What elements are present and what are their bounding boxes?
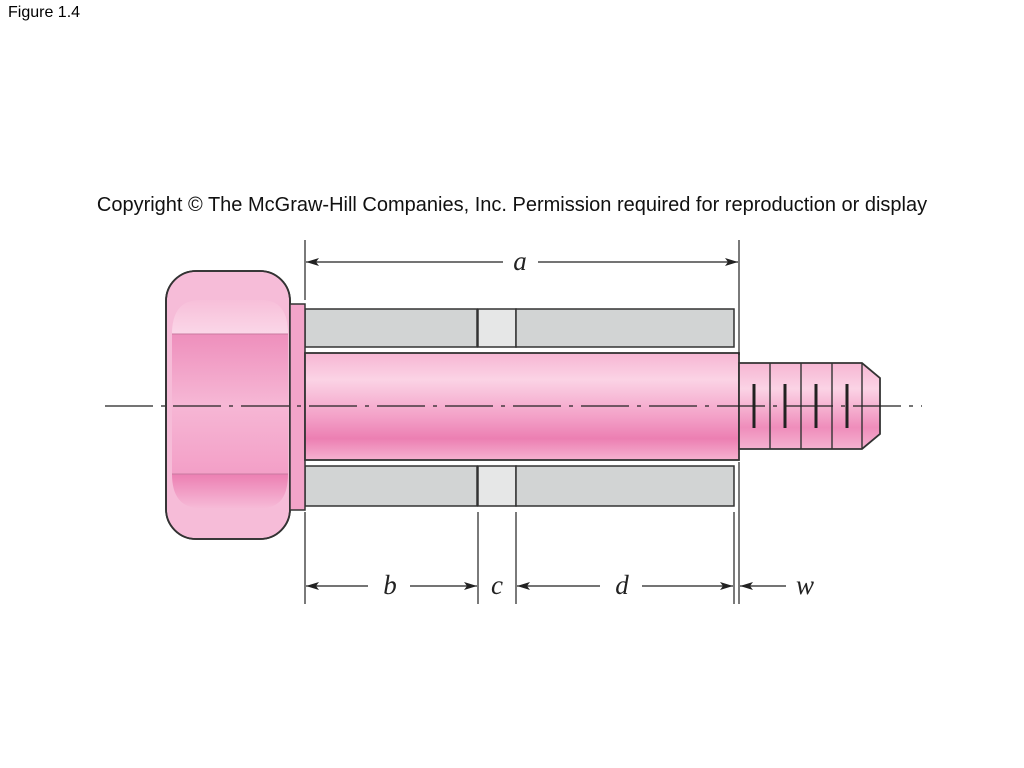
bolt-head <box>165 270 291 540</box>
dimension-c: c <box>491 570 503 600</box>
head-washer <box>289 303 306 511</box>
lower-washer-gap <box>477 465 517 507</box>
upper-washer-gap <box>477 308 517 348</box>
lower-plate <box>304 465 735 507</box>
dimension-a: a <box>306 246 738 276</box>
upper-plate <box>304 308 735 348</box>
dimension-d-label: d <box>615 570 629 600</box>
dimension-b: b <box>306 570 477 600</box>
extension-lines <box>304 240 740 604</box>
dimension-a-label: a <box>513 246 527 276</box>
copyright-notice: Copyright © The McGraw-Hill Companies, I… <box>96 194 928 216</box>
dimension-w: w <box>740 570 814 600</box>
dimension-d: d <box>517 570 733 600</box>
dimension-c-label: c <box>491 570 503 600</box>
figure-label: Figure 1.4 <box>8 4 81 21</box>
dimension-w-label: w <box>796 570 814 600</box>
dimension-b-label: b <box>383 570 397 600</box>
